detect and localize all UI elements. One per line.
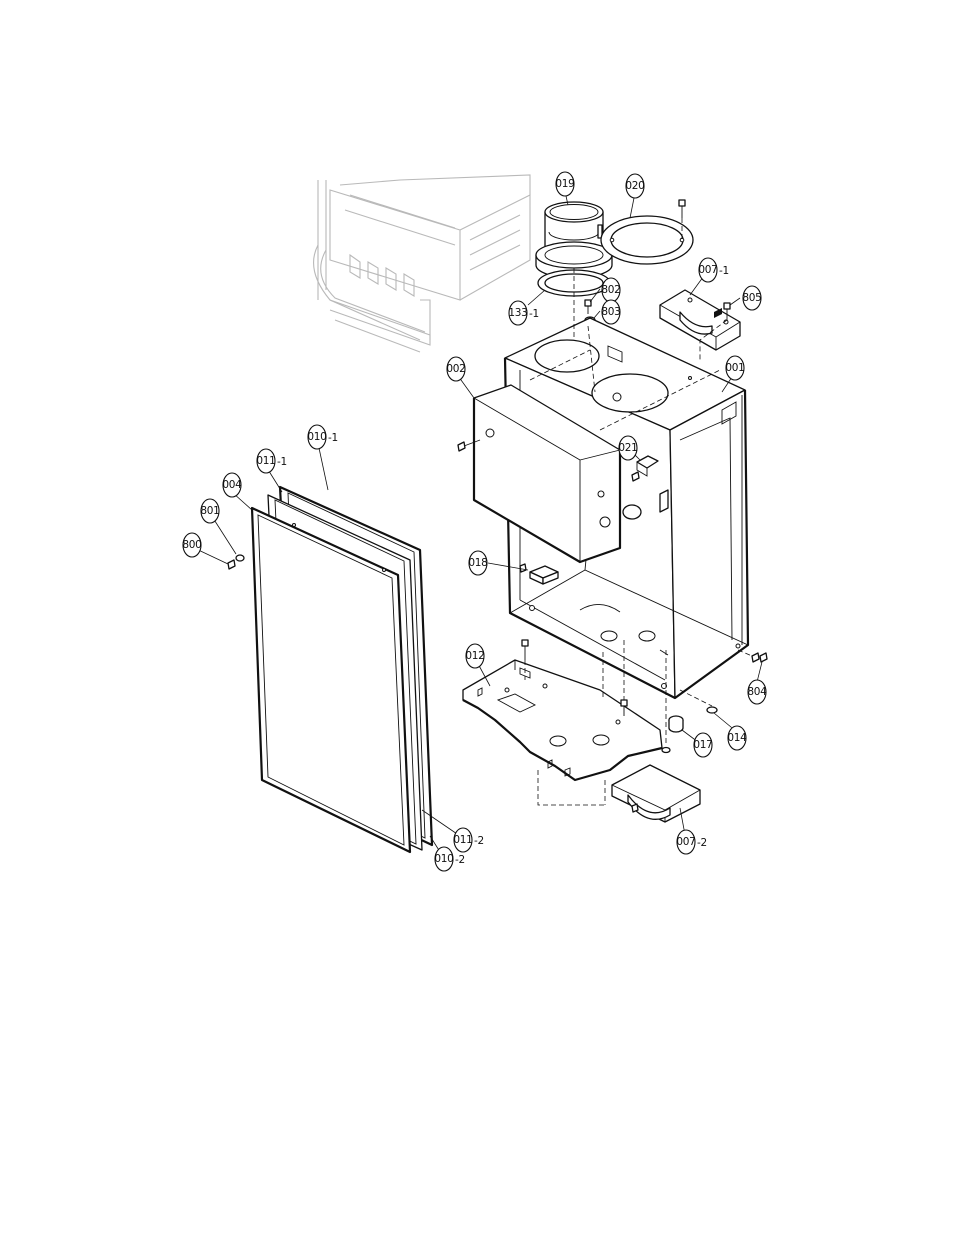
callout-001: 001: [725, 356, 744, 380]
callout-019: 019: [555, 172, 574, 196]
callout-803-text: 803: [601, 306, 620, 318]
callout-014-text: 014: [727, 732, 747, 744]
callout-002: 002: [446, 357, 465, 381]
callout-133-1: 133 -1: [508, 301, 538, 325]
screw-bottom-left: [522, 640, 528, 660]
ghosted-heat-exchanger-assembly: [314, 175, 530, 352]
callout-011-2-text: 011: [453, 834, 472, 846]
callout-018: 018: [468, 551, 487, 575]
screw-802: [585, 300, 591, 314]
callout-007-2: 007 -2: [676, 830, 706, 854]
callout-021-text: 021: [618, 442, 637, 454]
callout-801: 801: [200, 499, 219, 523]
screw-top: [679, 200, 685, 218]
washer-bottom: [662, 748, 670, 753]
callout-007-1-suffix: -1: [719, 265, 729, 277]
callout-010-1: 010 -1: [307, 425, 337, 449]
callout-014: 014: [727, 726, 747, 750]
callout-805: 805: [742, 286, 761, 310]
callout-001-text: 001: [725, 362, 744, 374]
wall-bracket-007-2: [612, 765, 700, 822]
callout-007-2-text: 007: [676, 836, 695, 848]
callout-021: 021: [618, 436, 637, 460]
callout-004-text: 004: [222, 479, 242, 491]
callout-007-2-suffix: -2: [697, 837, 707, 849]
callout-002-text: 002: [446, 363, 465, 375]
callout-010-2-text: 010: [434, 853, 453, 865]
callout-007-1-text: 007: [698, 264, 717, 276]
callout-800: 800: [182, 533, 201, 557]
callout-011-2: 011 -2: [453, 828, 483, 852]
callout-010-1-text: 010: [307, 431, 326, 443]
callout-802: 802: [601, 278, 620, 302]
callout-011-1: 011 -1: [256, 449, 286, 473]
callout-801-text: 801: [200, 505, 219, 517]
callout-019-text: 019: [555, 178, 574, 190]
callout-011-1-text: 011: [256, 455, 275, 467]
callout-011-2-suffix: -2: [474, 835, 484, 847]
callout-802-text: 802: [601, 284, 620, 296]
flue-gasket-020: [601, 216, 693, 264]
callout-804: 804: [747, 680, 767, 704]
front-panel-stack: [228, 487, 432, 852]
callout-012-text: 012: [465, 650, 484, 662]
callout-012: 012: [465, 644, 484, 668]
callout-133-1-text: 133: [508, 307, 527, 319]
callout-007-1: 007 -1: [698, 258, 728, 282]
callout-004: 004: [222, 473, 242, 497]
callout-020-text: 020: [625, 180, 644, 192]
callout-010-1-suffix: -1: [328, 432, 338, 444]
bottom-plate-012: [463, 660, 662, 780]
plug-014: [707, 707, 717, 713]
callout-017-text: 017: [693, 739, 712, 751]
callout-800-text: 800: [182, 539, 201, 551]
callout-133-1-suffix: -1: [529, 308, 539, 320]
screw-804: [752, 653, 767, 662]
fitting-017: [669, 716, 683, 732]
callout-805-text: 805: [742, 292, 761, 304]
callout-018-text: 018: [468, 557, 487, 569]
callout-011-1-suffix: -1: [277, 456, 287, 468]
callout-020: 020: [625, 174, 644, 198]
callout-017: 017: [693, 733, 712, 757]
callout-803: 803: [601, 300, 620, 324]
callout-804-text: 804: [747, 686, 767, 698]
callout-010-2-suffix: -2: [455, 854, 465, 866]
